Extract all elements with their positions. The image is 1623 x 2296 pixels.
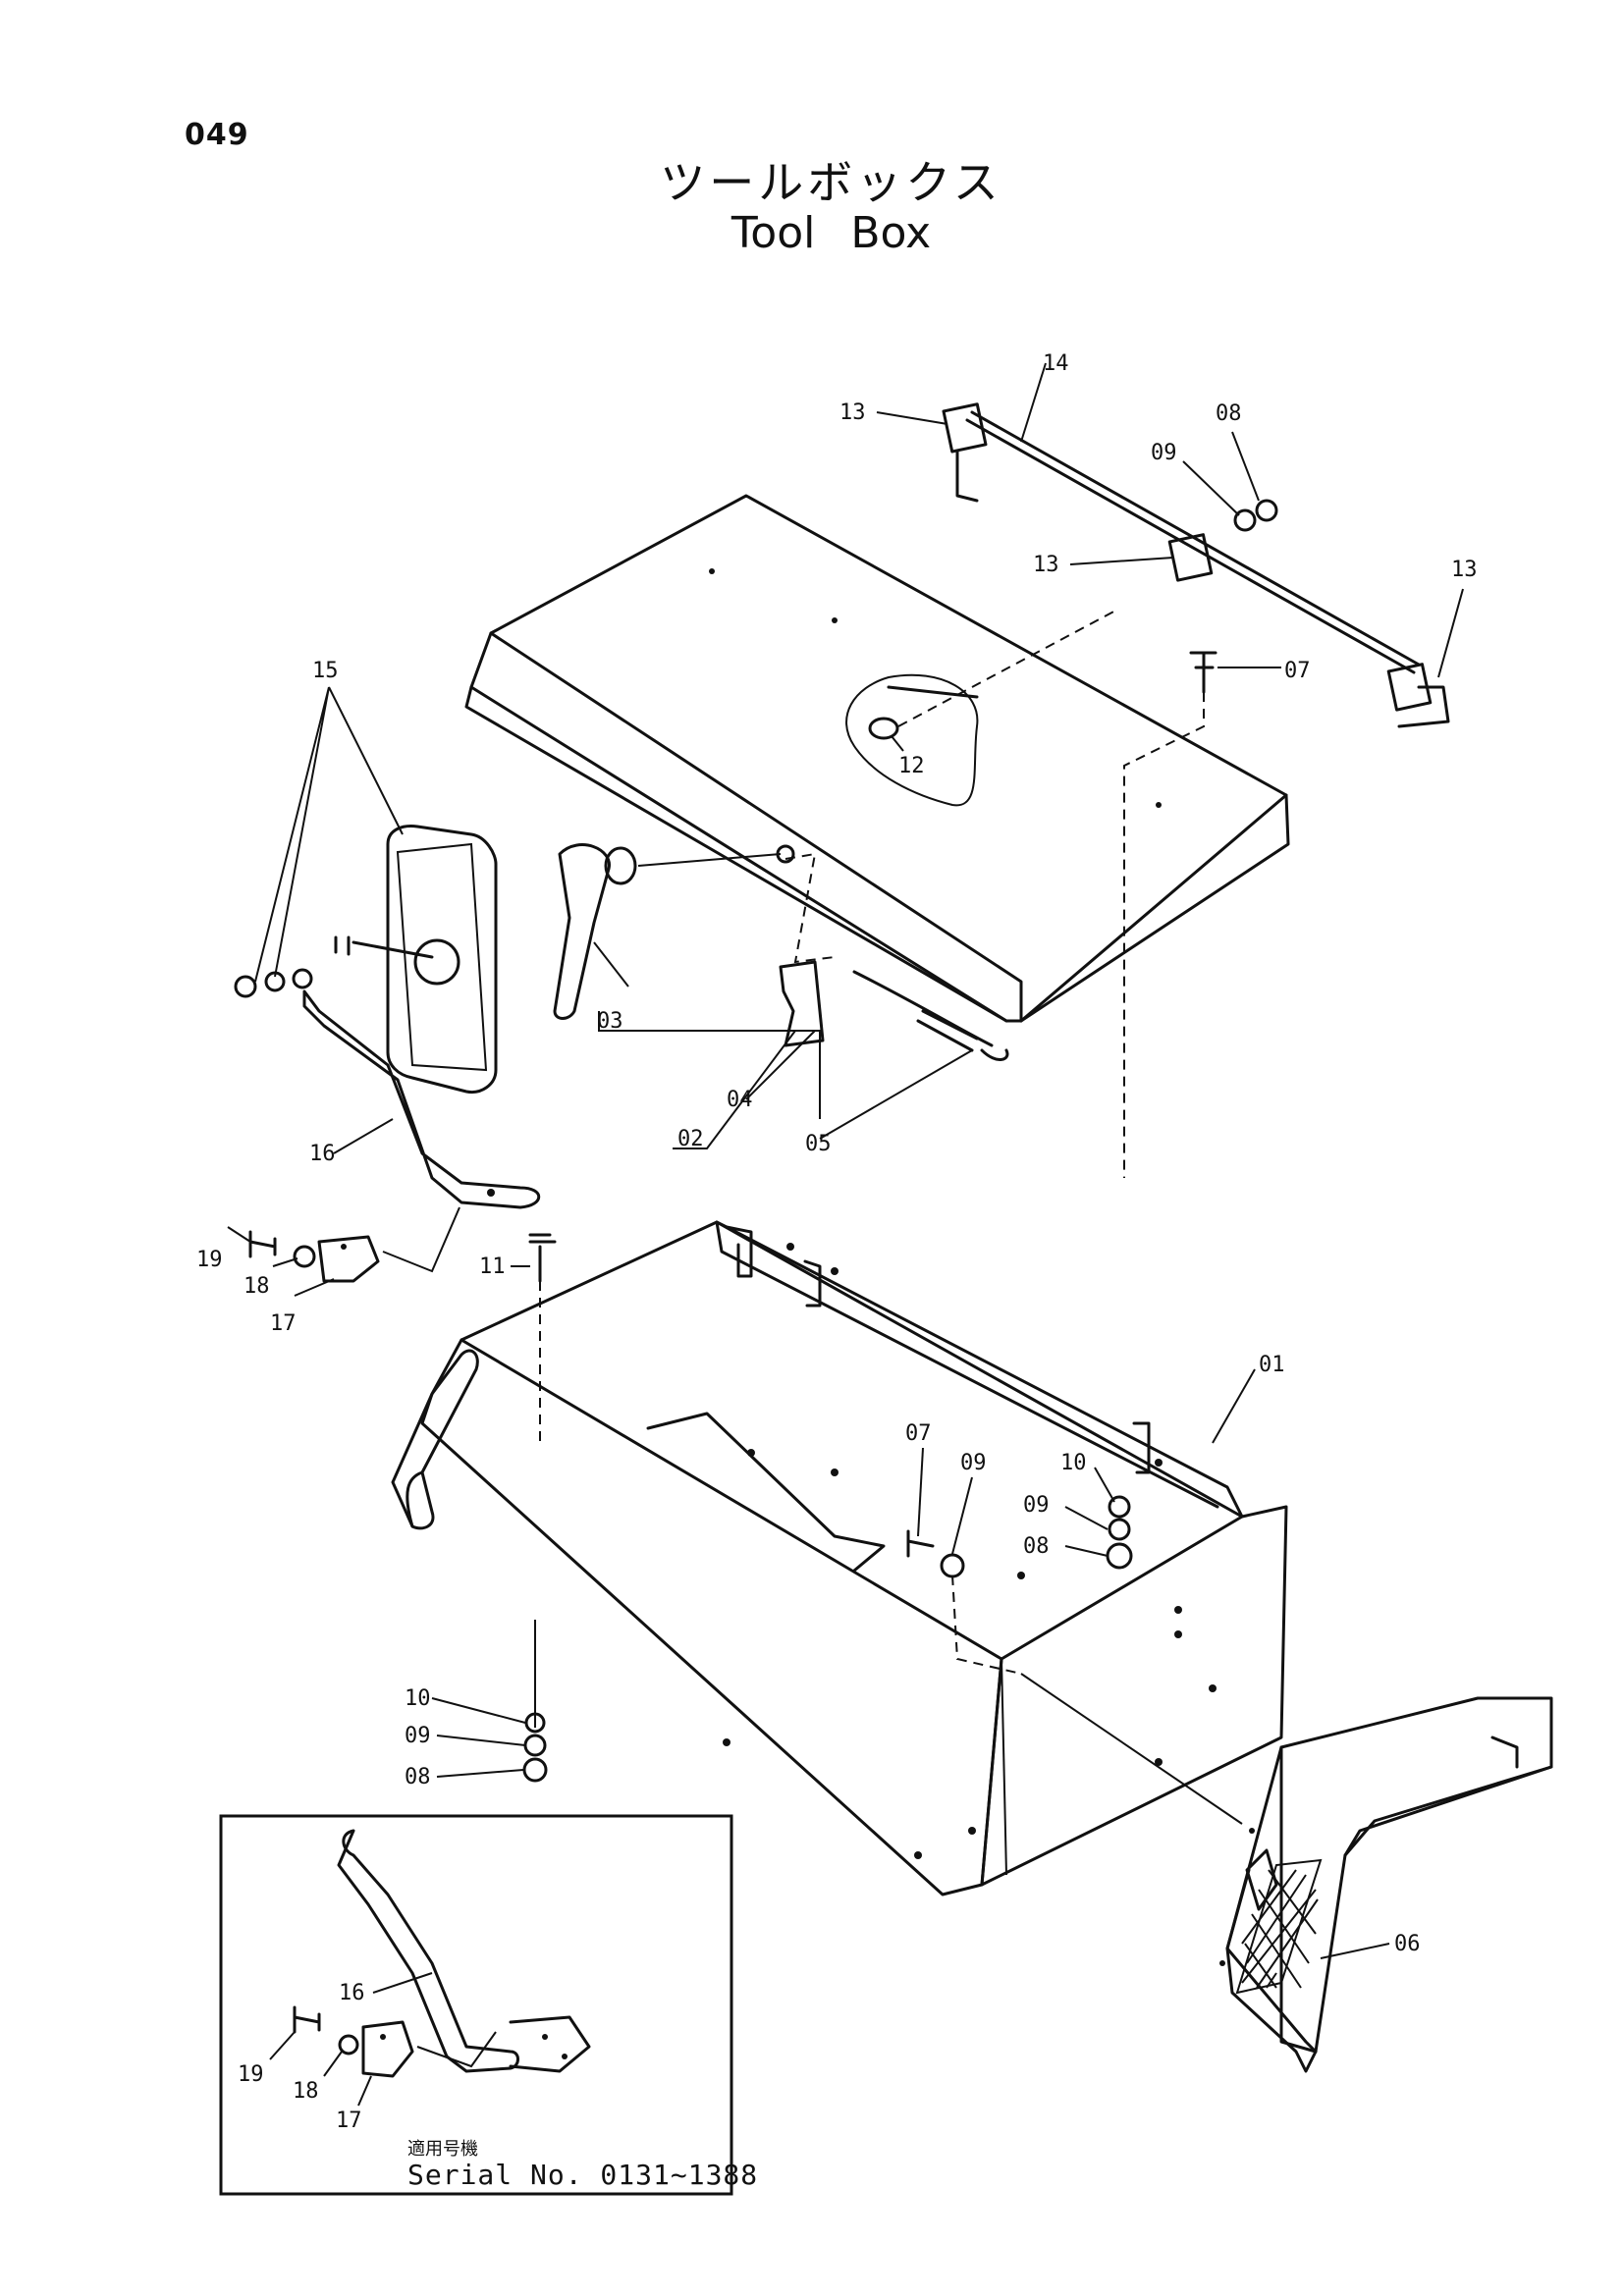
- callout-18-main: 18: [243, 1274, 270, 1299]
- tool-box-body: [391, 1220, 1288, 1896]
- lid-stay-rod-assembly: [942, 402, 1450, 1178]
- leader-lines: [227, 362, 1464, 2107]
- callout-19-inset: 19: [238, 2062, 264, 2087]
- callout-08-top: 08: [1216, 401, 1242, 426]
- page-number: 049: [185, 118, 249, 152]
- callout-12: 12: [898, 754, 925, 778]
- callout-09-body-right: 09: [1023, 1493, 1050, 1518]
- callout-08-bottom-left: 08: [405, 1765, 431, 1789]
- inset-box: 適用号機 Serial No. 0131~1388: [219, 1814, 758, 2196]
- mirror-assembly: [234, 825, 498, 1095]
- callout-09-bottom-left: 09: [405, 1724, 431, 1748]
- callout-11: 11: [479, 1255, 506, 1279]
- callout-09-top: 09: [1151, 441, 1177, 465]
- callout-13-right: 13: [1451, 558, 1478, 582]
- mirror-stay-assembly: [248, 989, 541, 1283]
- body-fasteners: [522, 1233, 1243, 1825]
- inset-note-serial: Serial No. 0131~1388: [407, 2159, 758, 2191]
- tool-box-lid: [464, 494, 1290, 1023]
- callout-08-body-right: 08: [1023, 1534, 1050, 1559]
- callout-17-main: 17: [270, 1311, 297, 1336]
- callout-19-main: 19: [196, 1248, 223, 1272]
- callout-16-inset: 16: [339, 1981, 365, 2005]
- callout-04: 04: [727, 1088, 753, 1112]
- callout-15: 15: [312, 659, 339, 683]
- callout-18-inset: 18: [293, 2079, 319, 2104]
- callout-02: 02: [677, 1127, 704, 1151]
- callout-14: 14: [1043, 351, 1069, 376]
- callout-01: 01: [1259, 1353, 1285, 1377]
- inset-frame: [219, 1814, 733, 2196]
- title-english: Tool Box: [730, 208, 932, 258]
- lock-lever-assembly: [553, 843, 1009, 1061]
- callout-16-main: 16: [309, 1142, 336, 1166]
- callout-10-body-right: 10: [1060, 1451, 1087, 1475]
- callout-17-inset: 17: [336, 2109, 362, 2133]
- callout-03: 03: [597, 1009, 623, 1034]
- callout-06: 06: [1394, 1932, 1421, 1956]
- callout-05: 05: [805, 1132, 832, 1156]
- callout-13-middle: 13: [1033, 553, 1059, 577]
- callout-10-bottom-left: 10: [405, 1686, 431, 1711]
- callout-numbers: 13 14 08 09 13 13 07 12 15 03 04 02 05 1…: [196, 351, 1478, 2133]
- inset-note-japanese: 適用号機: [407, 2139, 478, 2160]
- callout-09-body-front: 09: [960, 1451, 987, 1475]
- callout-07-body: 07: [905, 1421, 932, 1446]
- callout-07-top: 07: [1284, 659, 1311, 683]
- callout-13-top: 13: [839, 400, 866, 425]
- side-guard-panel: [1219, 1696, 1553, 2073]
- title-japanese: ツールボックス: [660, 156, 1002, 209]
